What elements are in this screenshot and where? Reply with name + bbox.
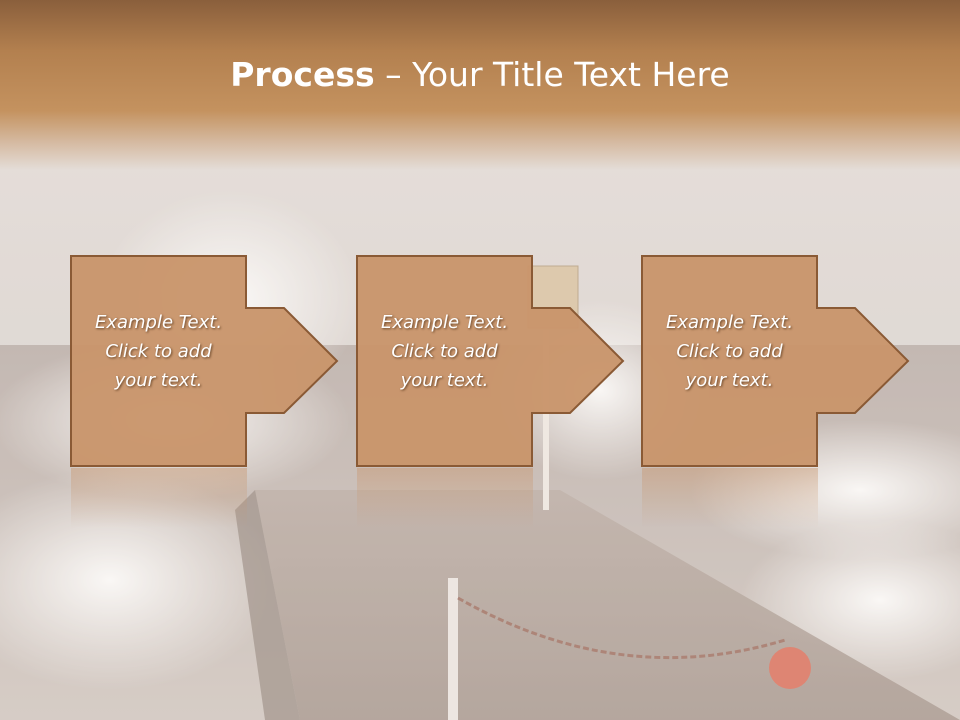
step-3-box-arrow-shape — [641, 255, 910, 467]
step-1-text[interactable]: Example Text. Click to add your text. — [94, 312, 223, 391]
step-1-box-arrow-shape — [70, 255, 339, 467]
title-bold: Process — [230, 55, 375, 94]
step-2-reflection — [357, 468, 533, 528]
title-band — [0, 0, 960, 170]
process-step-3[interactable]: Example Text. Click to add your text. — [641, 255, 910, 467]
slide-title[interactable]: Process – Your Title Text Here — [0, 55, 960, 95]
step-2-box-arrow-shape — [356, 255, 625, 467]
title-rest: – Your Title Text Here — [374, 55, 730, 94]
step-2-text[interactable]: Example Text. Click to add your text. — [380, 312, 509, 391]
step-3-reflection — [642, 468, 818, 528]
step-1-reflection — [71, 468, 247, 528]
step-3-text[interactable]: Example Text. Click to add your text. — [665, 312, 794, 391]
process-step-2[interactable]: Example Text. Click to add your text. — [356, 255, 625, 467]
process-step-1[interactable]: Example Text. Click to add your text. — [70, 255, 339, 467]
